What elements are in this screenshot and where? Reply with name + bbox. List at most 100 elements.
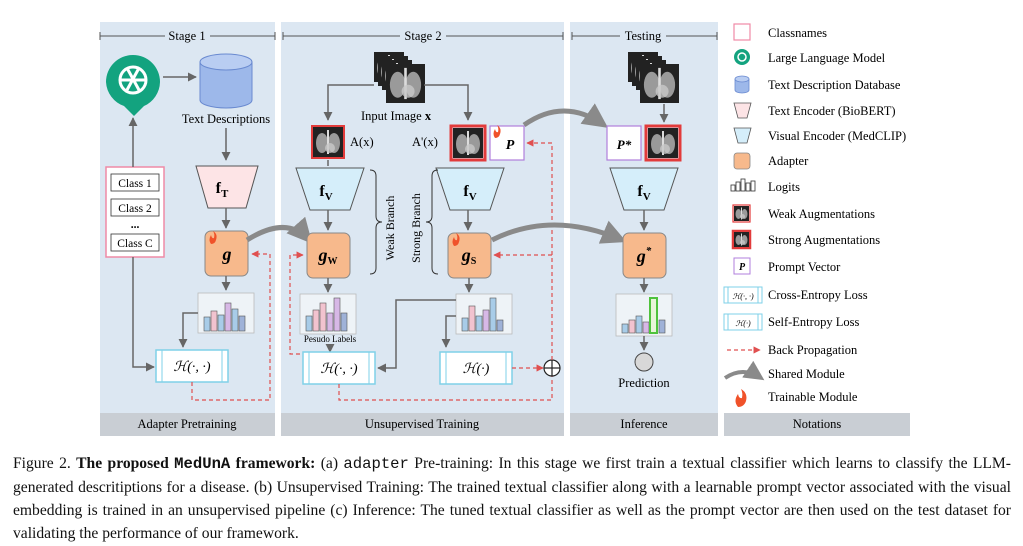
prompt-vector-star: P*: [606, 125, 642, 161]
caption-rest: Pre-training: In this stage we first tra…: [13, 455, 1011, 542]
logits-strong: [455, 293, 513, 335]
cross-entropy-loss-stage1: ℋ(·, ·): [155, 349, 229, 383]
caption-title-a: The proposed: [76, 455, 175, 472]
legend: P ℋ(·, ·) ℋ(·) Classnames Large Language…: [723, 23, 906, 407]
a-prime-x-label: A'(x): [412, 135, 438, 149]
legend-label-4: Visual Encoder (MedCLIP): [768, 129, 906, 143]
pseudo-labels-label: Pesudo Labels: [304, 334, 357, 344]
legend-label-2: Text Description Database: [768, 78, 901, 92]
svg-text:fV: fV: [637, 183, 650, 203]
legend-label-13: Shared Module: [768, 367, 845, 381]
legend-label-1: Large Language Model: [768, 51, 886, 65]
visual-encoder-strong: fV: [435, 167, 505, 211]
text-descriptions-label: Text Descriptions: [182, 112, 270, 126]
ax-label: A(x): [350, 135, 374, 149]
logits-pseudo-labels: [299, 293, 357, 335]
class-ellipsis: ...: [131, 219, 140, 231]
legend-label-10: Cross-Entropy Loss: [768, 288, 868, 302]
legend-label-7: Weak Augmentations: [768, 207, 875, 221]
visual-encoder-test: fV: [609, 167, 679, 211]
svg-text:g*: g*: [636, 245, 652, 266]
class-1: Class 1: [118, 178, 152, 190]
svg-text:gW: gW: [318, 245, 338, 267]
legend-label-14: Trainable Module: [768, 390, 858, 404]
trainable-module-icon: [735, 389, 747, 407]
prompt-vector[interactable]: P: [489, 125, 525, 161]
adapter-g: g: [204, 230, 249, 277]
database-icon-small: [734, 75, 750, 94]
sum-node: [543, 359, 561, 377]
legend-label-6: Logits: [768, 180, 800, 194]
caption-title-b: framework:: [230, 455, 316, 472]
svg-text:P: P: [506, 138, 515, 153]
self-entropy-loss-stage2: ℋ(·): [439, 351, 513, 385]
legend-label-0: Classnames: [768, 26, 827, 40]
testing-title: Testing: [625, 29, 662, 43]
adapter-gstar: g*: [622, 232, 667, 279]
logits-icon: [730, 178, 756, 192]
weak-aug-icon: [732, 204, 751, 223]
weak-branch-label: Weak Branch: [383, 196, 397, 261]
shared-module-icon: [723, 360, 765, 381]
classnames-box: Class 1 Class 2 ... Class C: [105, 166, 165, 258]
adapter-gw: gW: [306, 232, 351, 279]
visual-encoder-icon: [733, 127, 752, 144]
strong-branch-label: Strong Branch: [409, 193, 423, 263]
svg-text:ℋ(·, ·): ℋ(·, ·): [732, 292, 754, 301]
test-image: [644, 124, 682, 162]
prediction-label: Prediction: [618, 376, 670, 390]
legend-label-5: Adapter: [768, 154, 809, 168]
class-2: Class 2: [118, 203, 152, 215]
adapter-icon: [733, 152, 751, 170]
footer-notations: Notations: [793, 417, 842, 431]
legend-label-8: Strong Augmentations: [768, 233, 880, 247]
svg-text:g: g: [222, 244, 232, 264]
self-entropy-icon: ℋ(·): [723, 313, 763, 331]
cross-entropy-loss-stage2: ℋ(·, ·): [302, 351, 376, 385]
caption-part-a-open: (a): [315, 455, 344, 472]
strong-augmented-image: [449, 124, 487, 162]
visual-encoder-weak: fV: [295, 167, 365, 211]
footer-unsupervised-training: Unsupervised Training: [365, 417, 480, 431]
weak-augmented-image: [311, 125, 345, 159]
footer-inference: Inference: [620, 417, 668, 431]
input-image-label: Input Image x: [361, 109, 432, 123]
classnames-icon: [733, 23, 751, 41]
adapter-gs: gS: [447, 232, 492, 279]
legend-label-3: Text Encoder (BioBERT): [768, 104, 896, 118]
text-encoder-fT: fT: [195, 165, 259, 209]
svg-text:P: P: [739, 262, 746, 273]
legend-label-12: Back Propagation: [768, 343, 858, 357]
svg-text:P*: P*: [617, 137, 632, 152]
llm-icon-small: [734, 49, 750, 65]
framework-figure: Stage 1 Stage 2 Testing Adapter Pretrain…: [99, 22, 910, 436]
caption-prefix: Figure 2.: [13, 455, 77, 472]
text-encoder-icon: [733, 102, 752, 119]
svg-text:gS: gS: [461, 245, 477, 267]
svg-text:ℋ(·): ℋ(·): [735, 319, 751, 328]
footer-adapter-pretraining: Adapter Pretraining: [138, 417, 238, 431]
svg-text:ℋ(·): ℋ(·): [463, 362, 490, 377]
database-icon: [199, 53, 253, 109]
svg-text:fV: fV: [319, 183, 332, 203]
svg-text:ℋ(·, ·): ℋ(·, ·): [320, 362, 357, 377]
stage2-title: Stage 2: [404, 29, 441, 43]
stage1-title: Stage 1: [168, 29, 205, 43]
svg-text:fT: fT: [216, 180, 229, 200]
class-c: Class C: [117, 238, 153, 250]
notations-panel-footer: [724, 413, 910, 436]
caption-title-mono: MedUnA: [174, 455, 231, 473]
legend-label-9: Prompt Vector: [768, 260, 841, 274]
figure-caption: Figure 2. The proposed MedUnA framework:…: [13, 452, 1011, 545]
svg-text:ℋ(·, ·): ℋ(·, ·): [173, 360, 210, 375]
legend-label-11: Self-Entropy Loss: [768, 315, 859, 329]
cross-entropy-icon: ℋ(·, ·): [723, 286, 763, 304]
svg-text:fV: fV: [463, 183, 476, 203]
llm-icon: [106, 55, 160, 116]
logits-stage1: [197, 292, 255, 334]
prompt-vector-icon: P: [733, 257, 751, 275]
strong-aug-icon: [731, 229, 752, 250]
logits-test: [615, 293, 673, 337]
prediction-node: [634, 352, 654, 372]
caption-adapter-mono: adapter: [343, 455, 409, 473]
